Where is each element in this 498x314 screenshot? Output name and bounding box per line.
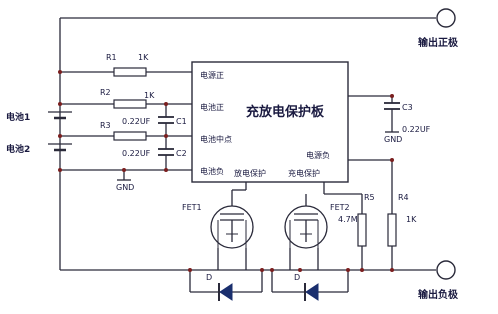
positive-terminal [436,8,456,28]
fet-1-label: FET1 [182,203,202,212]
resistor-r1 [113,67,147,77]
junction-dots [58,70,394,272]
ic-pin-discharge-protect: 放电保护 [234,168,266,178]
diode-1 [218,283,233,301]
ic-pin-battery-mid: 电池中点 [200,134,232,144]
resistor-r3 [113,131,147,141]
ic-pin-battery-pos: 电池正 [200,102,224,112]
capacitor-c3 [384,102,400,110]
r2-name: R2 [100,88,111,97]
diode-2 [304,283,319,301]
ic-pin-charge-protect: 充电保护 [288,168,320,178]
resistor-r5 [357,213,367,247]
ground-label-1: GND [116,183,134,192]
r4-name: R4 [398,193,409,202]
r4-value: 1K [406,215,417,224]
fet-2 [284,205,328,249]
ic-title: 充放电保护板 [246,104,325,120]
c2-value: 0.22UF [122,149,151,158]
battery-1-label: 电池1 [6,111,30,123]
ic-pin-battery-neg: 电池负 [200,166,224,176]
battery-2-label: 电池2 [6,143,30,155]
ic-pin-source-neg: 电源负 [306,150,330,160]
c1-value: 0.22UF [122,117,151,126]
protection-ic [191,61,349,183]
r3-name: R3 [100,121,111,130]
c3-value: 0.22UF [402,125,431,134]
resistor-r2 [113,99,147,109]
negative-terminal-label: 输出负极 [418,288,459,301]
r1-value: 1K [138,53,149,62]
ground-label-2: GND [384,135,402,144]
positive-terminal-label: 输出正极 [418,36,459,49]
ic-pin-source-pos: 电源正 [200,70,224,80]
battery-2 [48,143,72,152]
capacitor-c1 [158,116,174,124]
r5-name: R5 [364,193,375,202]
c1-name: C1 [176,117,187,126]
r5-value: 4.7M [338,215,358,224]
fet-2-label: FET2 [330,203,350,212]
battery-1 [48,111,72,120]
negative-terminal [436,260,456,280]
diode-2-label: D [294,273,300,282]
resistor-r4 [387,213,397,247]
c3-name: C3 [402,103,413,112]
r1-name: R1 [106,53,117,62]
fet-1 [210,205,254,249]
wires [59,17,436,293]
r2-value: 1K [144,91,155,100]
c2-name: C2 [176,149,187,158]
capacitor-c2 [158,148,174,156]
diode-1-label: D [206,273,212,282]
